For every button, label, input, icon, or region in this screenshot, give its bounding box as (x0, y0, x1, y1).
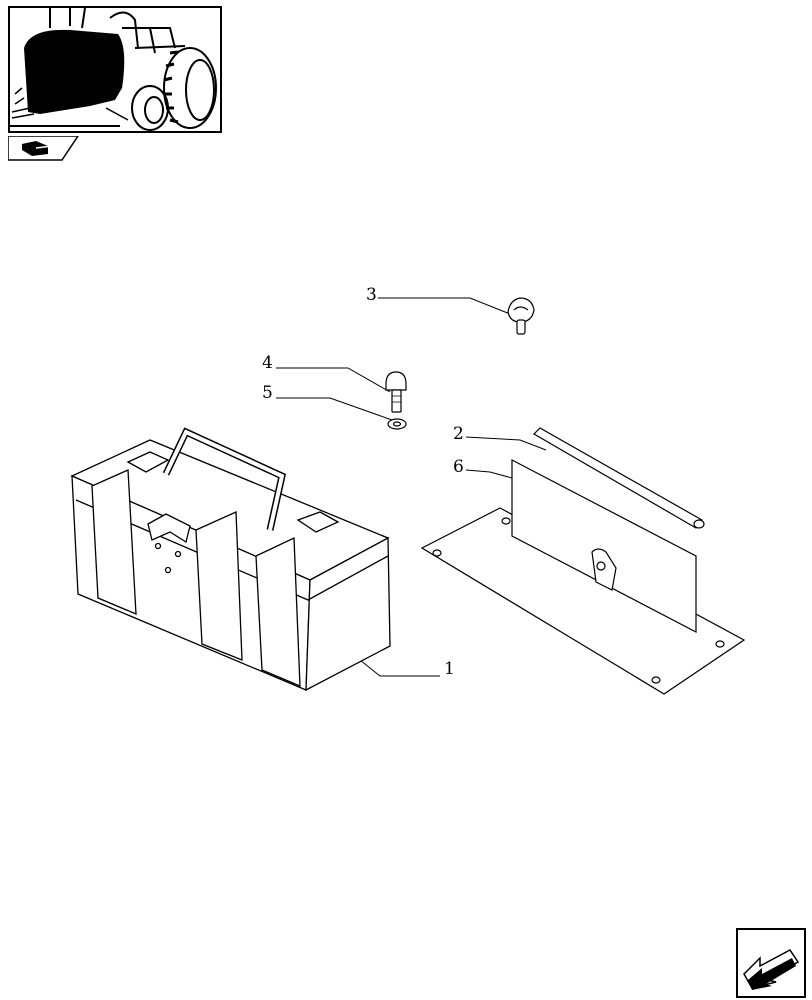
leader-line-5 (276, 397, 393, 421)
next-page-arrow-icon (743, 949, 800, 990)
clip-pin-part (507, 297, 535, 335)
callout-5: 5 (262, 383, 273, 403)
callout-2: 2 (453, 424, 464, 444)
leader-line-2 (465, 436, 547, 451)
bolt-part (385, 371, 407, 413)
rod-part (533, 427, 705, 529)
bracket-plate-part (420, 459, 746, 695)
toolbox-part (70, 427, 391, 692)
leader-line-6 (465, 469, 513, 479)
callout-4: 4 (262, 353, 273, 373)
book-tab (7, 135, 80, 166)
callout-6: 6 (453, 457, 464, 477)
callout-3: 3 (366, 285, 377, 305)
book-page-icon (7, 135, 80, 161)
location-thumbnail (8, 6, 222, 133)
washer-part (387, 418, 407, 430)
tractor-thumbnail-icon (10, 8, 217, 131)
next-page-button[interactable] (736, 928, 806, 998)
callout-1: 1 (444, 659, 455, 679)
leader-line-3 (378, 297, 511, 315)
leader-line-4 (276, 367, 391, 393)
